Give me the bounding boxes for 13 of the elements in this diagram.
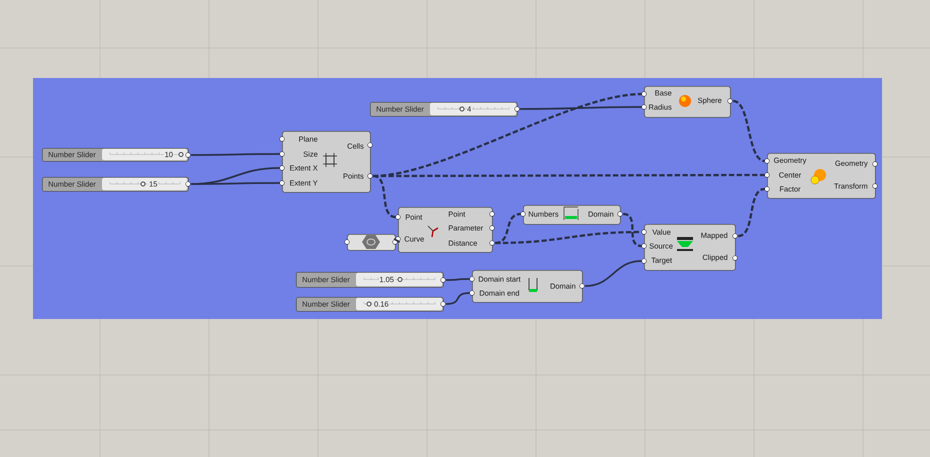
- wire: [738, 188, 765, 238]
- wire: [446, 292, 470, 305]
- wire: [520, 106, 642, 110]
- wire: [446, 278, 470, 281]
- wire: [622, 212, 642, 248]
- wire: [190, 153, 280, 156]
- wire: [585, 260, 642, 287]
- wire: [494, 212, 521, 244]
- wire: [495, 230, 642, 244]
- wire: [372, 174, 396, 218]
- wire: [732, 100, 766, 162]
- wire: [373, 174, 765, 178]
- wire: [190, 182, 280, 185]
